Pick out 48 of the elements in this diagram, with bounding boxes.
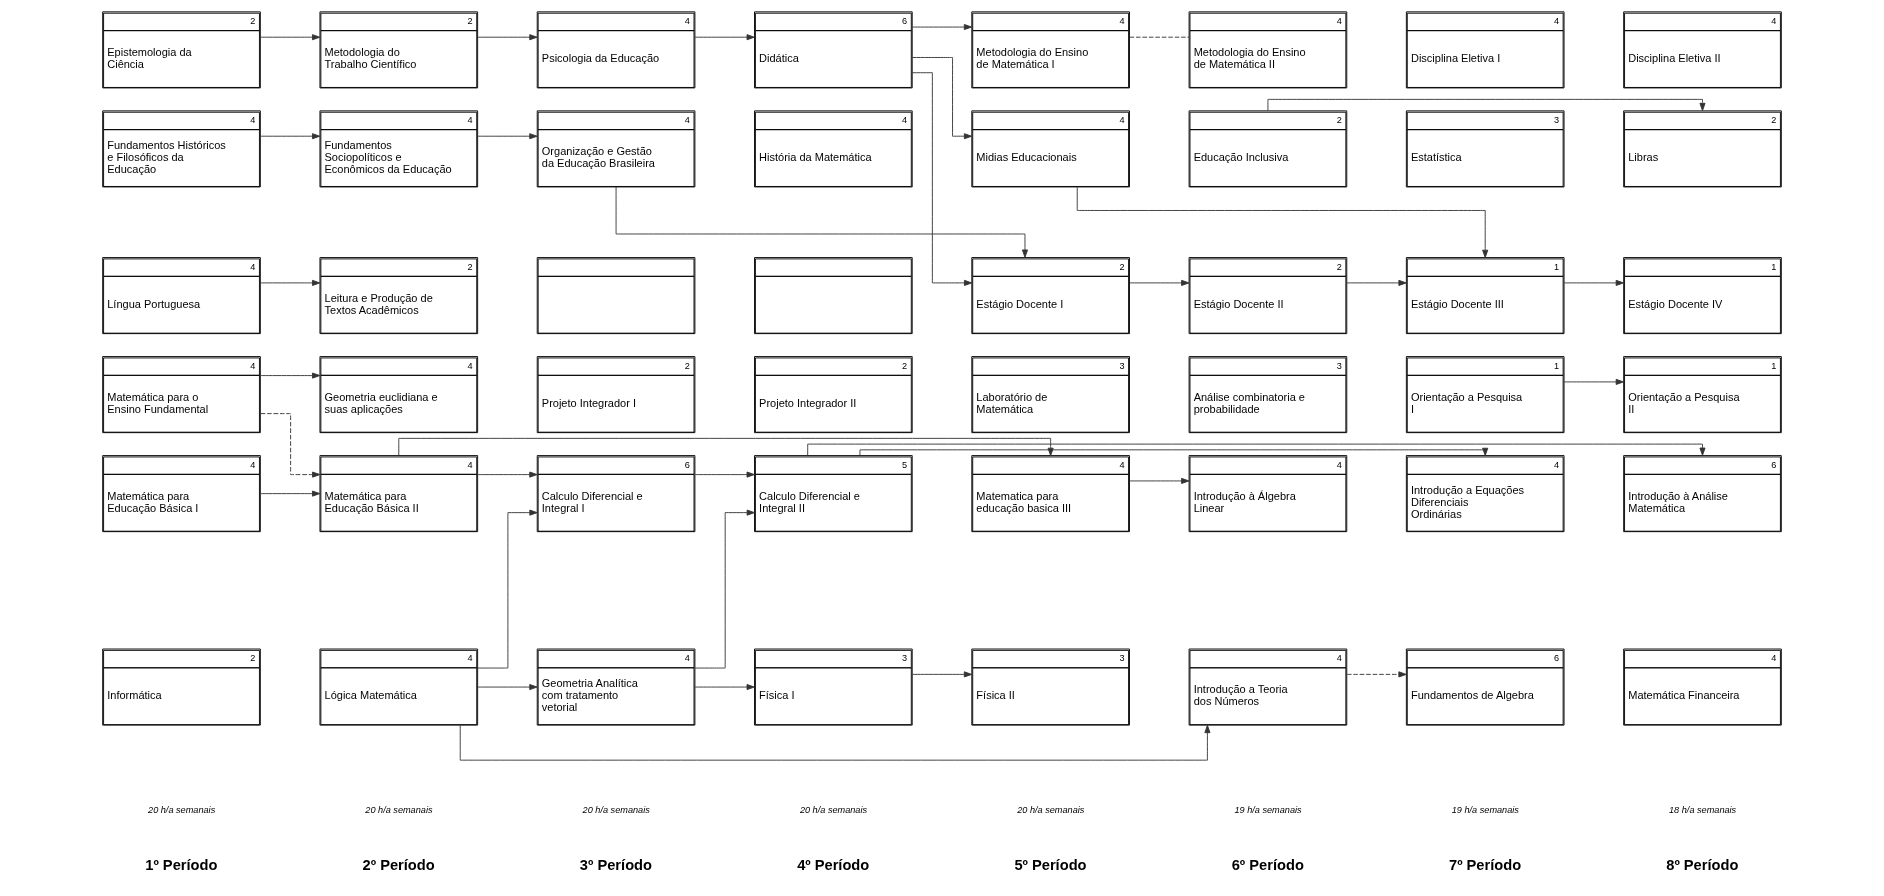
label: 5º Período [1014,857,1087,874]
label: 4º Período [797,857,870,874]
label: 7º Período [1448,857,1522,874]
label: 20 h/a semanais [1017,805,1085,816]
arrow [615,186,1028,258]
label: 20 h/a semanais [582,805,650,816]
arrow [260,372,321,379]
arrow [1346,671,1407,678]
connector [1129,36,1190,38]
arrow [1346,279,1407,286]
arrow [694,684,755,691]
arrow [1267,98,1706,112]
arrow [260,34,321,41]
label: 1º Período [145,857,218,874]
label: 20 h/a semanais [365,805,433,816]
arrow [911,72,973,286]
arrow [859,447,1489,456]
label: 3º Período [579,857,652,874]
arrow [694,471,755,478]
arrow [398,437,1054,456]
arrow [694,34,755,41]
arrow [459,724,1211,761]
arrow [1129,477,1190,484]
arrow [694,509,755,669]
arrow [477,471,538,478]
arrow [260,490,321,497]
arrow [477,133,538,140]
label: 2º Período [362,857,435,874]
arrow [477,684,538,691]
label: 20 h/a semanais [148,805,216,816]
label: 20 h/a semanais [799,805,868,816]
label: 19 h/a semanais [1234,805,1302,816]
label: 8º Período [1666,857,1739,874]
label: 6º Período [1231,857,1304,874]
arrow [911,671,973,678]
label: 18 h/a semanais [1669,805,1737,816]
arrow [260,279,321,286]
arrow [260,133,321,140]
arrow [1563,279,1624,286]
arrow [1129,279,1190,286]
arrow [911,24,973,31]
arrow [477,509,538,669]
arrow [477,34,538,41]
arrow [912,57,973,140]
label: 19 h/a semanais [1451,805,1519,816]
arrow [807,443,1706,456]
arrow [1563,378,1624,385]
arrow [260,413,321,478]
